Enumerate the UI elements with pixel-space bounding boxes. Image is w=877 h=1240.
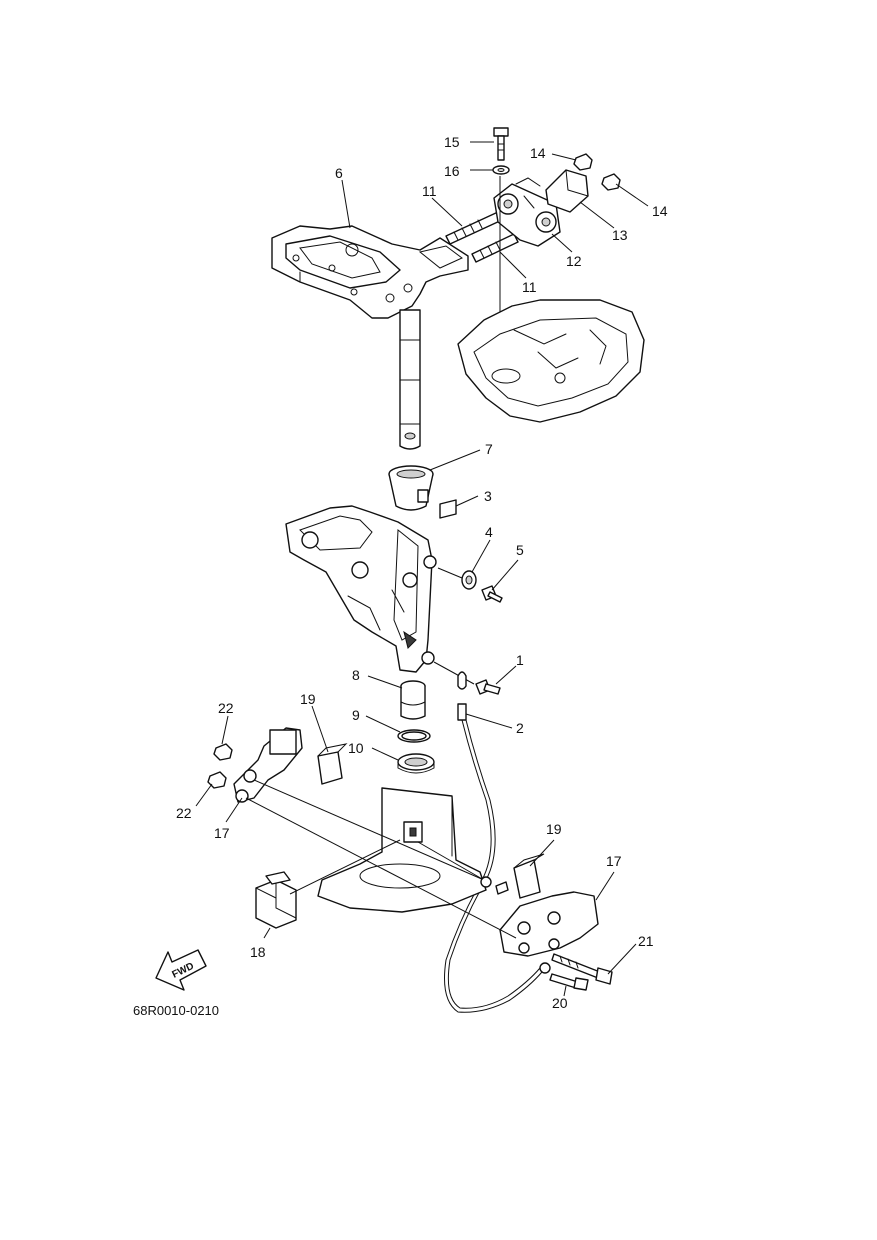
mount-rubber-left [317, 743, 348, 785]
callout-1: 1 [516, 652, 524, 668]
o-ring-part [397, 729, 431, 743]
steering-shaft [399, 309, 421, 450]
stud-bolt-lower [471, 233, 519, 263]
callout-3: 3 [484, 488, 492, 504]
assembly-line-lead [417, 841, 485, 881]
callout-11: 11 [422, 183, 437, 199]
mount-damper-18 [255, 871, 297, 929]
callout-22: 22 [218, 700, 234, 716]
callout-12: 12 [566, 253, 582, 269]
callout-16: 16 [444, 163, 460, 179]
guide-line-4 [437, 567, 463, 579]
callout-19: 19 [546, 821, 562, 837]
bolt-part-5 [481, 585, 503, 603]
screw-near-lead [480, 876, 509, 895]
callout-22: 22 [176, 805, 192, 821]
callout-14: 14 [530, 145, 546, 161]
assembly-line-18 [289, 839, 401, 895]
nut-part-a [573, 153, 593, 171]
callout-5: 5 [516, 542, 524, 558]
callout-4: 4 [485, 524, 493, 540]
callout-leaders [195, 141, 649, 997]
callout-2: 2 [516, 720, 524, 736]
oil-seal-part [397, 753, 435, 774]
bolt-part [493, 127, 509, 161]
callout-8: 8 [352, 667, 360, 683]
bottom-cowling-outline [457, 299, 645, 423]
callout-20: 20 [552, 995, 568, 1011]
stud-bolt-upper [445, 211, 503, 245]
assembly-line-lower [245, 797, 517, 939]
lower-bushing-part [400, 680, 426, 720]
callout-9: 9 [352, 707, 360, 723]
callout-13: 13 [612, 227, 628, 243]
swivel-bracket-part [285, 505, 437, 673]
steering-bracket-part [271, 225, 469, 319]
mount-rubber-right [513, 853, 545, 899]
callout-17: 17 [214, 825, 230, 841]
ground-lead-part [444, 671, 551, 1013]
bushing-part [388, 465, 434, 511]
lower-mount-bracket-left [233, 727, 303, 803]
guide-line-1 [433, 661, 475, 685]
callout-14: 14 [652, 203, 668, 219]
washer-part [492, 165, 510, 175]
figure-code: 68R0010-0210 [133, 1003, 219, 1018]
callout-21: 21 [638, 933, 654, 949]
callout-17: 17 [606, 853, 622, 869]
callout-11: 11 [522, 279, 537, 295]
mount-plate-part [545, 169, 589, 213]
screw-part-1 [475, 679, 501, 695]
assembly-line-upper [253, 779, 485, 881]
callout-6: 6 [335, 165, 343, 181]
nut-22-upper [213, 743, 233, 761]
callout-10: 10 [348, 740, 364, 756]
collar-part [461, 570, 477, 590]
callout-18: 18 [250, 944, 266, 960]
callout-7: 7 [485, 441, 493, 457]
nut-part-b [601, 173, 621, 191]
forward-arrow-icon: FWD [155, 949, 207, 991]
callout-15: 15 [444, 134, 460, 150]
bolt-20 [549, 973, 589, 991]
clip-part [439, 499, 457, 519]
lower-case-outline [317, 787, 487, 913]
bolt-21 [551, 953, 613, 985]
lower-mount-bracket-right [499, 891, 599, 957]
upper-mount-part [493, 177, 561, 247]
callout-labels: 15 16 14 14 6 11 11 13 12 7 3 4 5 1 8 2 … [176, 134, 668, 1011]
callout-19: 19 [300, 691, 316, 707]
nut-22-lower [207, 771, 227, 789]
